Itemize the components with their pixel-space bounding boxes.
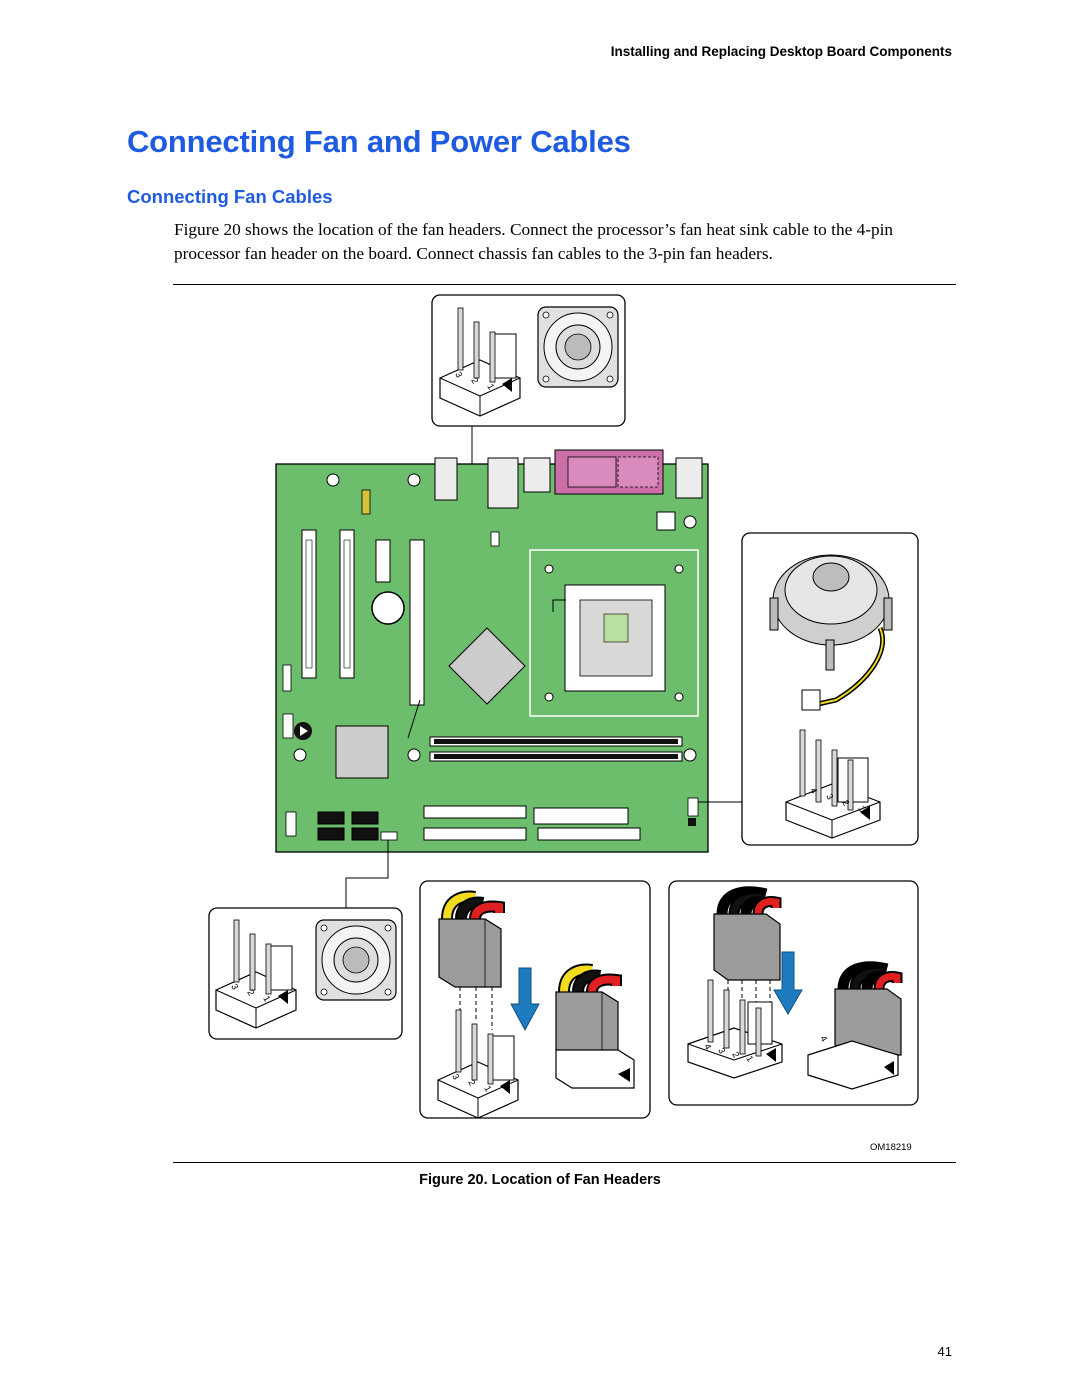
section-title: Connecting Fan Cables — [127, 186, 333, 207]
pin-label-2: 2 — [245, 988, 256, 997]
pin-label-3: 3 — [716, 1046, 727, 1055]
page-number: 41 — [937, 1344, 952, 1359]
pin-label-2: 2 — [840, 798, 851, 807]
pin-label-1: 1 — [744, 1054, 755, 1063]
processor-fan-callout: 4 3 2 1 — [741, 532, 919, 846]
pin-label-4: 4 — [702, 1042, 713, 1051]
pin-label-3: 3 — [824, 792, 835, 801]
figure-caption: Figure 20. Location of Fan Headers — [419, 1172, 661, 1188]
desktop-board — [275, 449, 709, 853]
pin-label-4: 4 — [808, 786, 819, 795]
four-pin-connection-steps: 4 3 2 1 4 — [668, 880, 919, 1106]
figure-bottom-rule — [173, 1162, 956, 1163]
pin-label-2: 2 — [469, 376, 480, 385]
chassis-fan-callout-top: 3 2 1 — [431, 294, 626, 427]
pin-label-2: 2 — [730, 1050, 741, 1059]
chassis-fan-callout-bottom: 3 2 1 — [208, 907, 403, 1040]
pin-label-1: 1 — [856, 804, 867, 813]
three-pin-connection-steps: 3 2 1 — [419, 880, 651, 1119]
pin-label-2: 2 — [466, 1078, 477, 1087]
pin-label-4: 4 — [818, 1034, 829, 1043]
running-header: Installing and Replacing Desktop Board C… — [610, 44, 952, 59]
body-paragraph: Figure 20 shows the location of the fan … — [174, 220, 894, 263]
pin-label-3: 3 — [229, 982, 240, 991]
figure-id: OM18219 — [870, 1142, 912, 1153]
pin-label-1: 1 — [482, 1084, 493, 1093]
pin-label-3: 3 — [453, 370, 464, 379]
figure-top-rule — [173, 284, 956, 285]
leader-line-bottom — [345, 840, 389, 908]
pin-label-1: 1 — [485, 382, 496, 391]
pin-label-1: 1 — [261, 994, 272, 1003]
page-title: Connecting Fan and Power Cables — [127, 124, 631, 159]
pin-label-3: 3 — [450, 1072, 461, 1081]
